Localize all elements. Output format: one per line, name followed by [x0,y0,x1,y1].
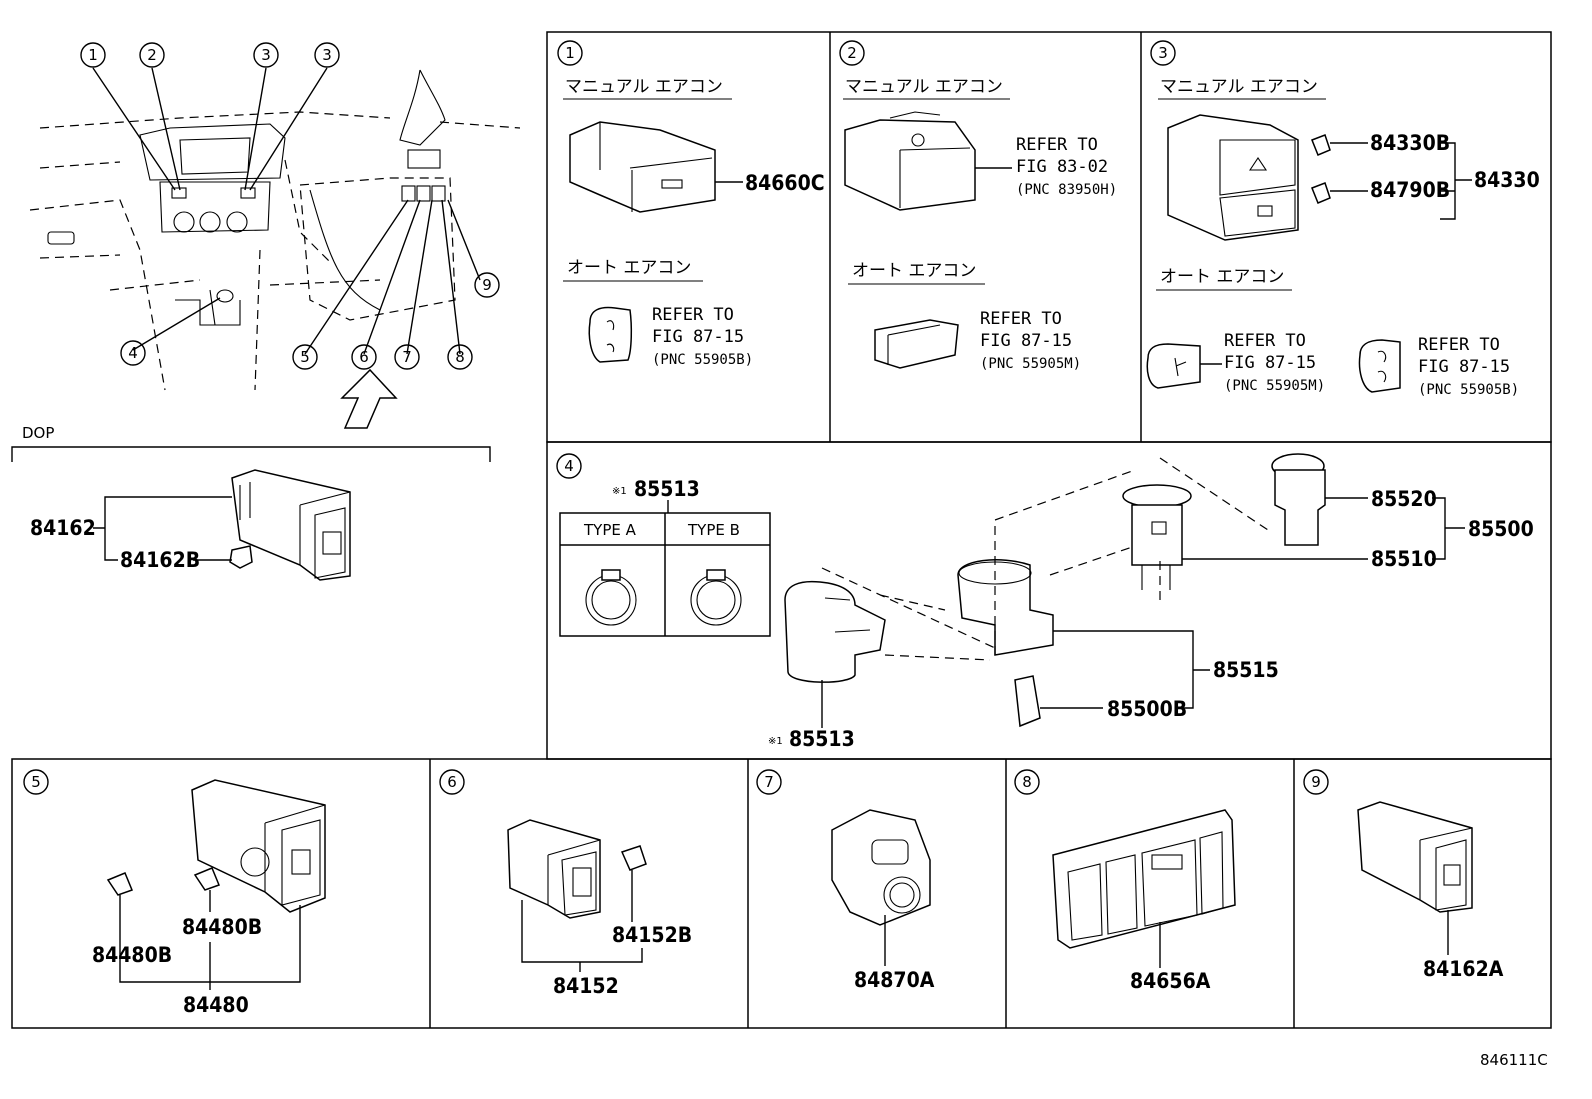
part-84870A: 84870A [854,968,935,992]
svg-text:7: 7 [764,773,774,791]
callout-2: 2 [139,42,165,68]
svg-text:1: 1 [88,46,98,64]
part-85500: 85500 [1468,517,1534,541]
type-a-label: TYPE A [583,521,637,539]
svg-text:FIG 87-15: FIG 87-15 [1418,357,1510,377]
svg-text:REFER TO: REFER TO [1016,135,1098,155]
svg-text:REFER TO: REFER TO [1418,335,1500,355]
svg-text:オート エアコン: オート エアコン [1160,267,1284,287]
callout-5: 5 [292,344,318,370]
panel-2: 2 マニュアル エアコン REFER TO FIG 83-02 (PNC 839… [839,40,1117,372]
callout-3b: 3 [314,42,340,68]
part-84330B: 84330B [1370,131,1450,155]
part-84162: 84162 [30,516,96,540]
svg-text:5: 5 [300,348,310,366]
svg-text:FIG 87-15: FIG 87-15 [1224,353,1316,373]
callout-9: 9 [474,272,500,298]
svg-text:REFER TO: REFER TO [980,309,1062,329]
panel-7: 7 84870A [756,769,935,992]
part-84790B: 84790B [1370,178,1450,202]
callout-8: 8 [447,344,473,370]
panel-6: 6 84152B 84152 [439,769,692,998]
svg-text:(PNC 55905B): (PNC 55905B) [652,352,753,368]
bottom-panels-frame [11,758,1552,1029]
svg-text:(PNC 83950H): (PNC 83950H) [1016,182,1117,198]
svg-text:REFER TO: REFER TO [1224,331,1306,351]
svg-text:※1: ※1 [768,736,783,747]
callout-7: 7 [394,344,420,370]
panel-3: 3 マニュアル エアコン 84330B 84790B 84330 オート エアコ… [1146,40,1540,398]
part-84162A: 84162A [1423,957,1504,981]
overview-callouts: 1 2 3 3 4 5 6 7 8 9 [80,42,500,370]
part-84152: 84152 [553,974,619,998]
svg-text:オート エアコン: オート エアコン [852,261,976,281]
svg-text:3: 3 [261,46,271,64]
part-85500B: 85500B [1107,697,1187,721]
panel-1: 1 マニュアル エアコン 84660C オート エアコン REFER TO FI… [557,40,825,368]
svg-text:FIG 83-02: FIG 83-02 [1016,157,1108,177]
part-85513-top: 85513 [634,477,700,501]
dop-label: DOP [22,424,54,442]
svg-text:4: 4 [128,344,138,362]
panel-8: 8 84656A [1014,769,1236,993]
svg-text:FIG 87-15: FIG 87-15 [652,327,744,347]
callout-1: 1 [80,42,106,68]
panel-4: 4 ※1 85513 TYPE A TYPE B ※1 85513 85515 … [556,453,1534,751]
svg-text:マニュアル エアコン: マニュアル エアコン [1160,77,1318,97]
svg-text:9: 9 [1311,773,1321,791]
dashboard-overview [29,67,521,429]
part-84152B: 84152B [612,923,692,947]
callout-3a: 3 [253,42,279,68]
part-84660C: 84660C [745,171,825,195]
panel-5: 5 84480B 84480B 84480 [23,769,326,1017]
svg-text:2: 2 [147,46,157,64]
part-84480B-right: 84480B [182,915,262,939]
svg-text:9: 9 [482,276,492,294]
part-84330: 84330 [1474,168,1540,192]
svg-text:6: 6 [447,773,457,791]
part-84480: 84480 [183,993,249,1017]
panel-9: 9 84162A [1303,769,1504,981]
svg-text:3: 3 [1158,44,1168,62]
svg-text:(PNC 55905M): (PNC 55905M) [1224,378,1325,394]
callout-4: 4 [120,340,146,366]
svg-text:7: 7 [402,348,412,366]
svg-text:5: 5 [31,773,41,791]
dop-section: DOP 84162 84162B [11,424,491,581]
svg-text:8: 8 [1022,773,1032,791]
part-85520: 85520 [1371,487,1437,511]
part-85515: 85515 [1213,658,1279,682]
svg-text:REFER TO: REFER TO [652,305,734,325]
svg-text:3: 3 [322,46,332,64]
callout-6: 6 [351,344,377,370]
part-84162B: 84162B [120,548,200,572]
svg-text:8: 8 [455,348,465,366]
svg-text:(PNC 55905B): (PNC 55905B) [1418,382,1519,398]
svg-text:(PNC 55905M): (PNC 55905M) [980,356,1081,372]
svg-text:1: 1 [565,44,575,62]
svg-text:マニュアル エアコン: マニュアル エアコン [845,77,1003,97]
part-84656A: 84656A [1130,969,1211,993]
svg-text:※1: ※1 [612,486,627,497]
auto-ac-label: オート エアコン [567,258,691,278]
svg-text:6: 6 [359,348,369,366]
part-85513-bottom: 85513 [789,727,855,751]
part-84480B-left: 84480B [92,943,172,967]
svg-text:4: 4 [564,457,574,475]
manual-ac-label: マニュアル エアコン [565,77,723,97]
svg-text:FIG 87-15: FIG 87-15 [980,331,1072,351]
svg-text:2: 2 [847,44,857,62]
type-b-label: TYPE B [687,521,740,539]
figure-code: 846111C [1480,1051,1548,1069]
part-85510: 85510 [1371,547,1437,571]
